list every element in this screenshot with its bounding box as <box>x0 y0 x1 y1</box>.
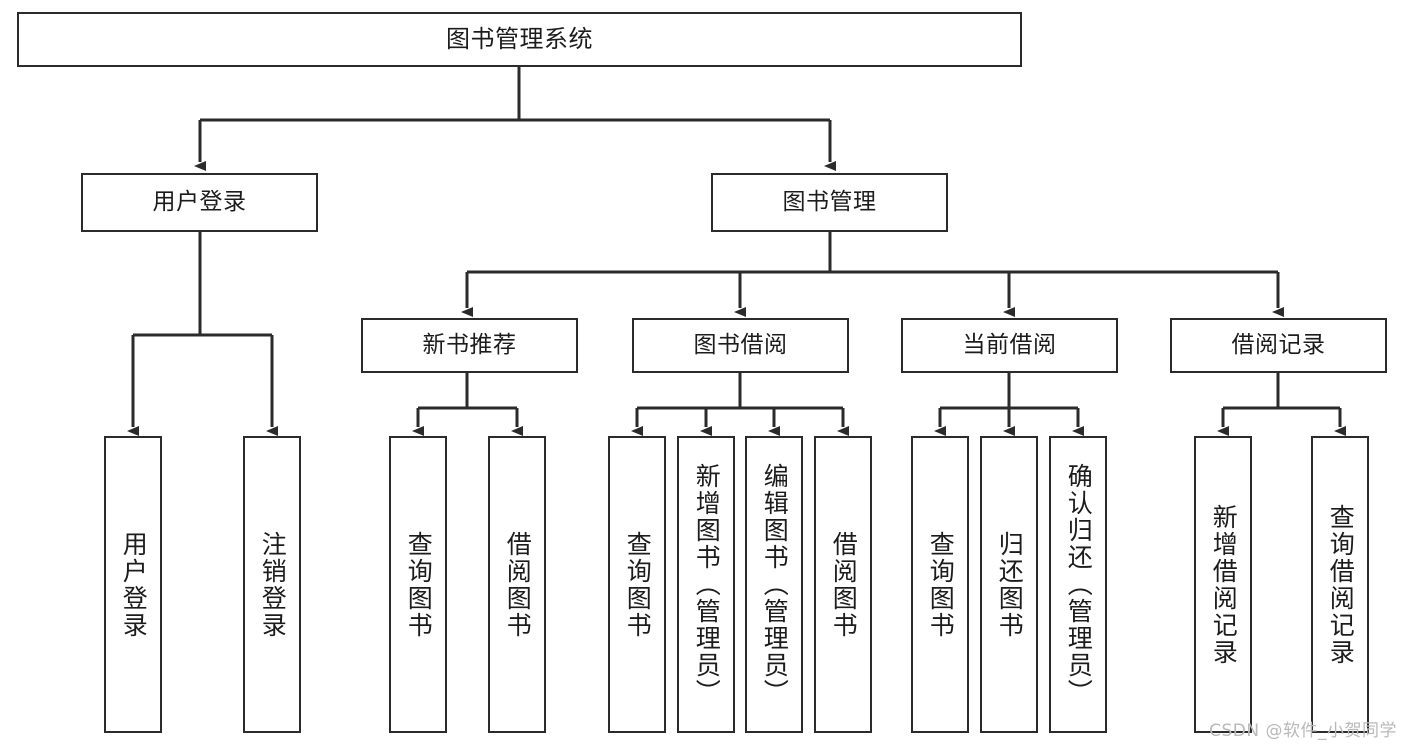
node-label: 编辑图书（管理员） <box>760 463 790 706</box>
leaf-recommend-query-book[interactable]: 查询图书 <box>389 436 447 733</box>
node-label: 借阅图书 <box>829 530 859 639</box>
node-label: 查询借阅记录 <box>1326 503 1356 666</box>
node-borrow-record[interactable]: 借阅记录 <box>1170 318 1387 373</box>
leaf-borrow-edit-book-admin[interactable]: 编辑图书（管理员） <box>745 436 803 733</box>
node-label: 图书管理 <box>782 188 877 215</box>
node-label: 借阅图书 <box>503 530 533 639</box>
node-current-borrow[interactable]: 当前借阅 <box>901 318 1118 373</box>
leaf-borrow-query-book[interactable]: 查询图书 <box>608 436 666 733</box>
node-label: 查询图书 <box>926 530 956 639</box>
leaf-user-login-signout[interactable]: 注销登录 <box>243 436 301 733</box>
leaf-user-login-signin[interactable]: 用户登录 <box>104 436 162 733</box>
node-label: 查询图书 <box>623 530 653 639</box>
leaf-current-query-book[interactable]: 查询图书 <box>911 436 969 733</box>
node-label: 借阅记录 <box>1231 331 1326 358</box>
node-label: 查询图书 <box>404 530 434 639</box>
node-book-borrow[interactable]: 图书借阅 <box>632 318 849 373</box>
leaf-borrow-add-book-admin[interactable]: 新增图书（管理员） <box>677 436 735 733</box>
node-root-system[interactable]: 图书管理系统 <box>17 12 1022 67</box>
node-label: 确认归还（管理员） <box>1064 463 1094 706</box>
node-label: 注销登录 <box>258 530 288 639</box>
node-label: 图书借阅 <box>693 331 788 358</box>
node-new-book-recommend[interactable]: 新书推荐 <box>361 318 578 373</box>
leaf-record-add-record[interactable]: 新增借阅记录 <box>1194 436 1252 733</box>
node-label: 新书推荐 <box>422 331 517 358</box>
leaf-current-return-book[interactable]: 归还图书 <box>980 436 1038 733</box>
node-label: 新增图书（管理员） <box>692 463 722 706</box>
leaf-recommend-borrow-book[interactable]: 借阅图书 <box>488 436 546 733</box>
node-label: 新增借阅记录 <box>1209 503 1239 666</box>
leaf-current-confirm-return-admin[interactable]: 确认归还（管理员） <box>1049 436 1107 733</box>
node-book-management[interactable]: 图书管理 <box>711 173 948 232</box>
node-user-login[interactable]: 用户登录 <box>81 173 318 232</box>
leaf-record-query-record[interactable]: 查询借阅记录 <box>1311 436 1369 733</box>
node-label: 当前借阅 <box>962 331 1057 358</box>
node-label: 图书管理系统 <box>446 25 593 54</box>
node-label: 归还图书 <box>995 530 1025 639</box>
node-label: 用户登录 <box>119 530 149 639</box>
leaf-borrow-borrow-book[interactable]: 借阅图书 <box>814 436 872 733</box>
node-label: 用户登录 <box>152 188 247 215</box>
